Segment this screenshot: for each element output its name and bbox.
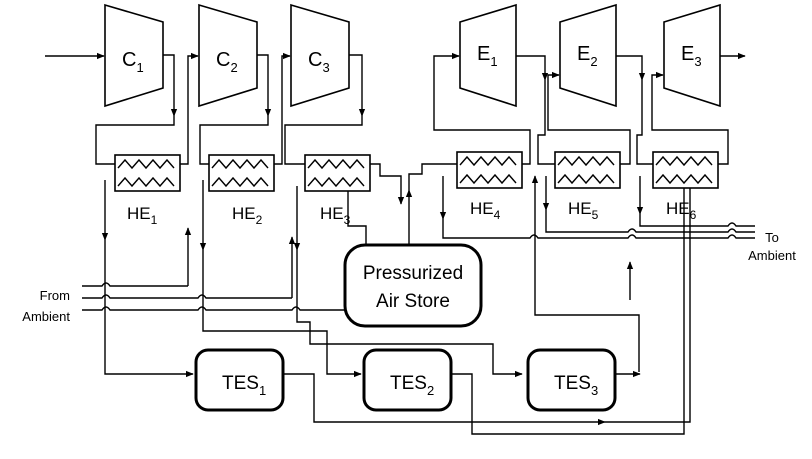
he4-label: HE4 [470, 199, 501, 222]
c1-outlet-pipe [163, 54, 178, 117]
c3-outlet-pipe [349, 54, 366, 117]
he1-label: HE1 [127, 204, 158, 227]
he2-to-c3-pipe [274, 52, 291, 165]
tes3-label: TES3 [554, 373, 598, 398]
to-ambient-line2: Ambient [748, 248, 796, 263]
he3-to-store-pipe [370, 163, 405, 205]
he5-fluid-out [545, 210, 755, 233]
he5-to-e2-pipe [547, 71, 631, 165]
tes1-tank [194, 348, 285, 412]
he3 [304, 154, 371, 192]
he2-fluid-to-tes2 [202, 250, 362, 378]
tes2-tank [362, 348, 453, 412]
store-to-he4-pipe [408, 163, 457, 190]
he4 [456, 151, 523, 189]
tes3-return [531, 175, 640, 372]
compressor-c2-label: C2 [216, 49, 238, 75]
he6-to-e3-pipe [651, 71, 729, 165]
he1-to-c2-pipe [180, 52, 199, 165]
expander-e1 [459, 3, 517, 108]
he6-fluid-out [639, 214, 755, 227]
pressurized-air-store [343, 243, 483, 328]
tes2-label: TES2 [390, 373, 434, 398]
tes1-outlet [283, 373, 606, 426]
compressor-c2 [198, 3, 258, 108]
he3-label: HE3 [320, 204, 351, 227]
ambient-line-2 [82, 294, 292, 299]
he5-label: HE5 [568, 199, 599, 222]
tes1-label: TES1 [222, 373, 266, 398]
he1-air-out-pipe [95, 116, 175, 165]
e1-outlet-pipe [516, 55, 549, 81]
he6-air-in-pipe [636, 80, 653, 165]
he2 [208, 154, 275, 192]
compressor-c1 [104, 3, 164, 108]
he1 [114, 154, 181, 192]
he3-air-out-pipe [284, 116, 363, 165]
store-label-line1: Pressurized [363, 263, 463, 284]
he6-label: HE6 [666, 199, 697, 222]
he4-fluid-out [442, 219, 755, 239]
compressor-c1-label: C1 [122, 49, 144, 75]
he1-fluid-to-tes1 [104, 240, 194, 378]
expander-e2-label: E2 [577, 43, 598, 69]
he5 [554, 151, 621, 189]
tes1-to-he6 [605, 175, 694, 423]
he6 [652, 151, 719, 189]
compressor-c3 [290, 3, 350, 108]
he4-to-e1-pipe [433, 52, 531, 165]
he5-air-in-pipe [537, 80, 555, 165]
expander-e2 [559, 3, 617, 108]
expander-e1-label: E1 [477, 43, 498, 69]
expander-e3 [663, 3, 721, 108]
ambient-line-1 [82, 282, 188, 287]
e2-outlet-pipe [616, 55, 646, 81]
he2-air-out-pipe [199, 116, 269, 165]
to-ambient-line1: To [765, 230, 779, 245]
c2-outlet-pipe [257, 54, 272, 117]
tes2-outlet [451, 182, 685, 435]
store-label-line2: Air Store [376, 291, 450, 312]
he2-label: HE2 [232, 204, 263, 227]
expander-e3-label: E3 [681, 43, 702, 69]
from-ambient-line1: From [40, 288, 70, 303]
from-ambient-line2: Ambient [22, 309, 70, 324]
tes3-tank [526, 348, 617, 412]
he3-fluid-to-tes3 [296, 250, 523, 378]
compressor-c3-label: C3 [308, 49, 330, 75]
